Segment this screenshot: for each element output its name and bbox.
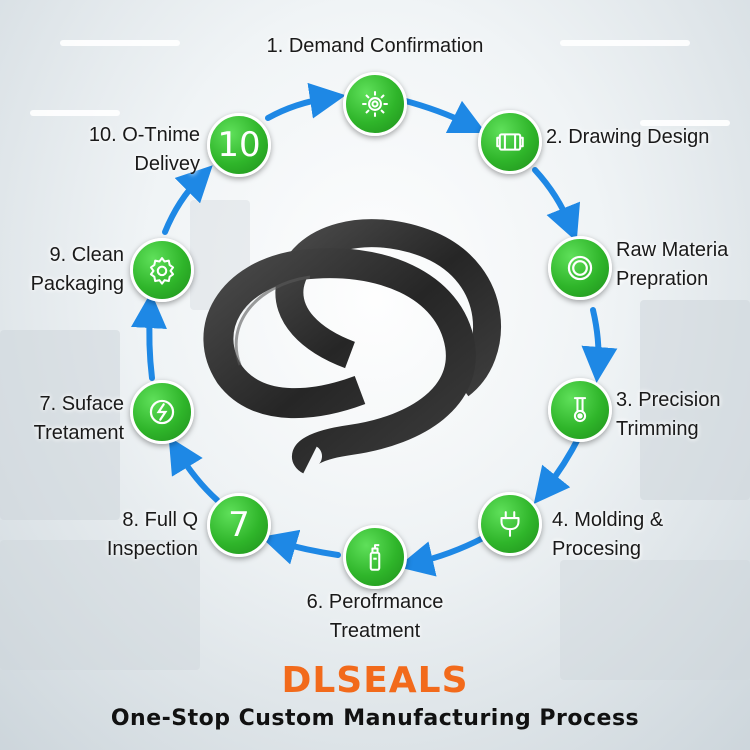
drawing-roll-icon bbox=[493, 125, 527, 159]
step-2-drawing-design-badge bbox=[478, 110, 542, 174]
step-10-on-time-delivery-badge: 10 bbox=[207, 113, 271, 177]
step-9-clean-packaging-badge bbox=[130, 238, 194, 302]
gear-icon bbox=[358, 87, 392, 121]
seven-glyph-icon: 7 bbox=[228, 508, 250, 542]
flask-icon bbox=[563, 393, 597, 427]
swirl-icon bbox=[145, 395, 179, 429]
tagline: One-Stop Custom Manufacturing Process bbox=[0, 706, 750, 731]
spray-bottle-icon bbox=[358, 540, 392, 574]
step-3-label: 3. Precision Trimming bbox=[616, 386, 721, 444]
ten-glyph-icon: 10 bbox=[217, 128, 260, 162]
plug-icon bbox=[493, 507, 527, 541]
step-raw-material-badge bbox=[548, 236, 612, 300]
step-4-label: 4. Molding & Procesing bbox=[552, 506, 663, 564]
step-6-performance-treatment-badge bbox=[343, 525, 407, 589]
step-6-label: 6. Perofrmance Treatment bbox=[245, 588, 505, 646]
seal-rings-image bbox=[200, 215, 530, 485]
step-8-full-qc-inspection-badge: 7 bbox=[207, 493, 271, 557]
step-1-label: 1. Demand Confirmation bbox=[225, 32, 525, 61]
ring-icon bbox=[563, 251, 597, 285]
step-7-surface-treatment-badge bbox=[130, 380, 194, 444]
step-3-precision-trimming-badge bbox=[548, 378, 612, 442]
step-7-label: 7. Suface Tretament bbox=[0, 390, 124, 448]
step-8-label: 8. Full Q Inspection bbox=[40, 506, 198, 564]
step-4-molding-processing-badge bbox=[478, 492, 542, 556]
step-10-label: 10. O-Tnime Delivey bbox=[40, 121, 200, 179]
brand-logo: DLSEALS bbox=[0, 660, 750, 701]
gear-outline-icon bbox=[145, 253, 179, 287]
step-9-label: 9. Clean Packaging bbox=[0, 241, 124, 299]
step-2-label: 2. Drawing Design bbox=[546, 123, 709, 152]
step-1-demand-confirmation-badge bbox=[343, 72, 407, 136]
step-raw-material-label: Raw Materia Prepration bbox=[616, 236, 728, 294]
